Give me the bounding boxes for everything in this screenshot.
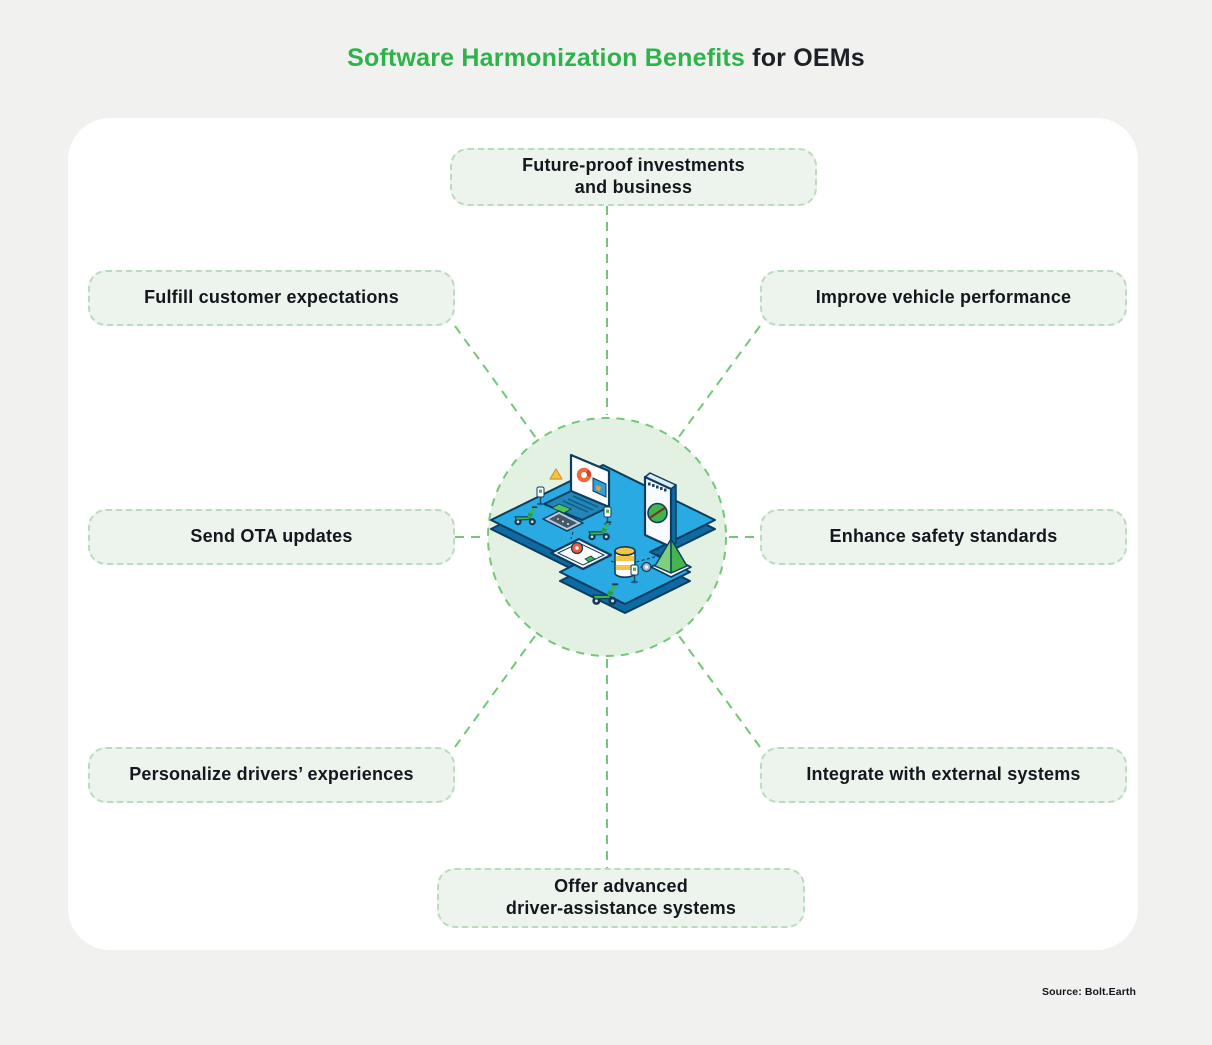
infographic-title: Software Harmonization Benefits for OEMs [0,44,1212,73]
benefit-label: Improve vehicle performance [815,287,1072,308]
central-illustration [487,417,727,657]
benefit-label: Send OTA updates [190,526,353,547]
benefit-box-send-ota: Send OTA updates [88,509,455,565]
gear-icon [641,561,652,573]
keypad-icon [542,510,584,532]
benefit-label: Fulfill customer expectations [144,287,399,308]
warning-triangle-icon [549,468,563,480]
benefit-box-integrate-external: Integrate with external systems [760,747,1127,803]
benefit-label: Integrate with external systems [806,764,1081,785]
benefit-box-future-proof: Future-proof investments and business [450,148,817,206]
pyramid-icon [650,538,692,578]
title-suffix: for OEMs [745,44,865,72]
infographic-card: Future-proof investments and business Fu… [68,118,1138,950]
benefit-box-fulfill-customer: Fulfill customer expectations [88,270,455,326]
benefit-box-offer-adas: Offer advanced driver-assistance systems [437,868,805,928]
smartphone-icon [643,472,677,549]
laptop-icon [543,453,611,521]
source-credit: Source: Bolt.Earth [1042,986,1136,998]
benefit-box-enhance-safety: Enhance safety standards [760,509,1127,565]
database-icon [614,546,636,578]
benefit-label: Offer advanced driver-assistance systems [505,876,737,918]
benefit-label: Personalize drivers’ experiences [129,764,414,785]
benefit-label: Enhance safety standards [829,526,1058,547]
benefit-box-improve-performance: Improve vehicle performance [760,270,1127,326]
benefit-box-personalize-drivers: Personalize drivers’ experiences [88,747,455,803]
benefit-label: Future-proof investments and business [522,155,745,197]
tablet-icon [549,537,613,571]
title-highlight: Software Harmonization Benefits [347,44,746,72]
